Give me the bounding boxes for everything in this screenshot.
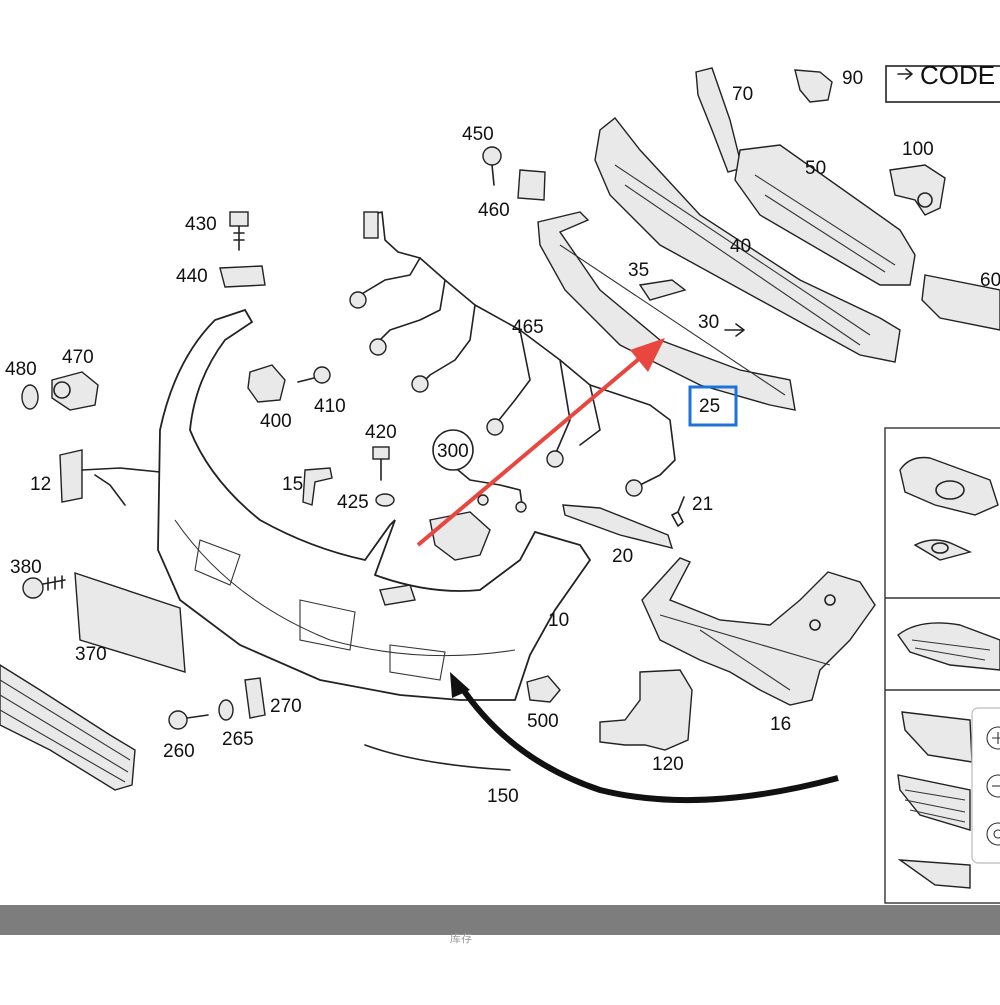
svg-text:120: 120 bbox=[652, 754, 684, 775]
part-120[interactable]: 120 bbox=[599, 669, 693, 775]
part-400[interactable]: 400 bbox=[247, 364, 292, 432]
part-440[interactable]: 440 bbox=[176, 265, 266, 288]
svg-text:90: 90 bbox=[842, 68, 863, 89]
thumbnail-panel bbox=[884, 427, 1000, 904]
part-90[interactable]: 90 bbox=[794, 68, 863, 103]
svg-text:430: 430 bbox=[185, 214, 217, 235]
svg-text:500: 500 bbox=[527, 711, 559, 732]
part-500[interactable]: 500 bbox=[526, 675, 561, 732]
svg-text:12: 12 bbox=[30, 474, 51, 495]
svg-text:260: 260 bbox=[163, 741, 195, 762]
svg-text:15: 15 bbox=[282, 474, 303, 495]
part-25[interactable]: 25 bbox=[537, 211, 796, 427]
zoom-in-icon[interactable] bbox=[986, 726, 1000, 750]
thumbnail-grilles[interactable] bbox=[897, 711, 973, 889]
part-380[interactable]: 380 bbox=[10, 557, 66, 599]
svg-text:20: 20 bbox=[612, 546, 633, 567]
svg-text:35: 35 bbox=[628, 260, 649, 281]
svg-text:300: 300 bbox=[437, 441, 469, 462]
part-40[interactable]: 40 bbox=[594, 117, 901, 363]
svg-text:40: 40 bbox=[730, 236, 751, 257]
part-300[interactable]: 300 bbox=[432, 429, 527, 513]
reset-icon[interactable] bbox=[986, 822, 1000, 846]
part-35[interactable]: 35 bbox=[628, 260, 687, 301]
part-420[interactable]: 420 bbox=[365, 422, 397, 481]
svg-text:50: 50 bbox=[805, 158, 826, 179]
part-465[interactable]: 465 bbox=[349, 211, 676, 497]
part-370[interactable]: 370 bbox=[74, 572, 186, 673]
part-260[interactable]: 260 bbox=[163, 710, 209, 762]
part-270[interactable]: 270 bbox=[244, 677, 302, 719]
svg-text:70: 70 bbox=[732, 84, 753, 105]
red-pointer-arrow bbox=[416, 338, 665, 547]
thumbnail-fog-trim[interactable] bbox=[897, 622, 1000, 671]
part-15[interactable]: 15 bbox=[282, 467, 333, 506]
svg-text:470: 470 bbox=[62, 347, 94, 368]
part-70[interactable]: 70 bbox=[695, 67, 753, 173]
part-265[interactable]: 265 bbox=[218, 699, 254, 750]
svg-text:10: 10 bbox=[548, 610, 569, 631]
part-60[interactable]: 60 bbox=[921, 270, 1000, 331]
part-21[interactable]: 21 bbox=[671, 494, 713, 527]
svg-text:480: 480 bbox=[5, 359, 37, 380]
part-410[interactable]: 410 bbox=[297, 366, 346, 417]
highlight-box bbox=[688, 385, 738, 427]
svg-text:400: 400 bbox=[260, 411, 292, 432]
part-450[interactable]: 450 bbox=[462, 124, 502, 186]
black-curved-arrow bbox=[450, 672, 839, 804]
part-10[interactable]: 10 bbox=[157, 308, 592, 701]
code-box[interactable]: CODE bbox=[885, 60, 1000, 103]
part-100[interactable]: 100 bbox=[889, 139, 946, 216]
svg-text:21: 21 bbox=[692, 494, 713, 515]
svg-text:150: 150 bbox=[487, 786, 519, 807]
svg-text:450: 450 bbox=[462, 124, 494, 145]
svg-text:30: 30 bbox=[698, 312, 719, 333]
part-20[interactable]: 20 bbox=[562, 504, 674, 567]
svg-text:265: 265 bbox=[222, 729, 254, 750]
svg-text:370: 370 bbox=[75, 644, 107, 665]
arrow-right-icon bbox=[897, 68, 913, 80]
zoom-out-icon[interactable] bbox=[986, 774, 1000, 798]
part-150[interactable]: 150 bbox=[364, 744, 519, 807]
part-16[interactable]: 16 bbox=[641, 557, 876, 735]
svg-text:440: 440 bbox=[176, 266, 208, 287]
part-30[interactable]: 30 bbox=[698, 312, 745, 337]
part-430[interactable]: 430 bbox=[185, 211, 249, 251]
part-425[interactable]: 425 bbox=[337, 492, 395, 513]
svg-text:25: 25 bbox=[699, 396, 720, 417]
svg-text:16: 16 bbox=[770, 714, 791, 735]
svg-text:465: 465 bbox=[512, 317, 544, 338]
footer-text: 库存 bbox=[450, 933, 472, 945]
part-480[interactable]: 480 bbox=[5, 359, 39, 410]
svg-text:60: 60 bbox=[980, 270, 1000, 291]
code-label: CODE bbox=[920, 60, 995, 90]
part-grille[interactable] bbox=[0, 664, 136, 791]
part-460[interactable]: 460 bbox=[478, 169, 546, 221]
thumbnail-fog-cover[interactable] bbox=[899, 456, 999, 561]
svg-text:100: 100 bbox=[902, 139, 934, 160]
svg-text:380: 380 bbox=[10, 557, 42, 578]
svg-text:270: 270 bbox=[270, 696, 302, 717]
svg-text:410: 410 bbox=[314, 396, 346, 417]
svg-text:425: 425 bbox=[337, 492, 369, 513]
part-50[interactable]: 50 bbox=[734, 144, 916, 286]
bottom-bar bbox=[0, 905, 1000, 935]
part-470[interactable]: 470 bbox=[51, 347, 99, 411]
svg-text:420: 420 bbox=[365, 422, 397, 443]
svg-text:460: 460 bbox=[478, 200, 510, 221]
